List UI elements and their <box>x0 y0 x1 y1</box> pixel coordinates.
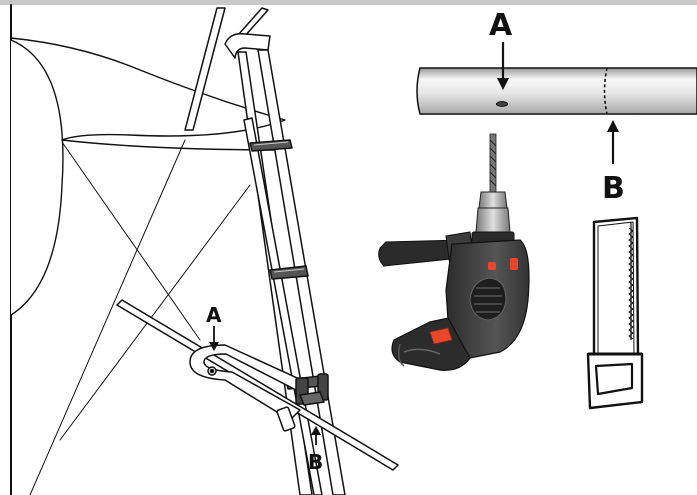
cut-line <box>603 67 608 115</box>
top-border <box>0 0 697 5</box>
power-drill-icon <box>378 133 530 371</box>
ladder-label-a: A <box>206 303 222 327</box>
drill-hole <box>496 101 508 107</box>
ladder-arrows <box>209 326 321 445</box>
tube-label-b: B <box>602 171 625 206</box>
stabilizer-bracket <box>116 299 399 471</box>
hacksaw-icon <box>586 216 644 410</box>
tube-arrows <box>497 42 619 164</box>
tube-section <box>416 67 697 115</box>
ladder-label-b: B <box>308 450 324 474</box>
tube-label-a: A <box>489 8 513 43</box>
